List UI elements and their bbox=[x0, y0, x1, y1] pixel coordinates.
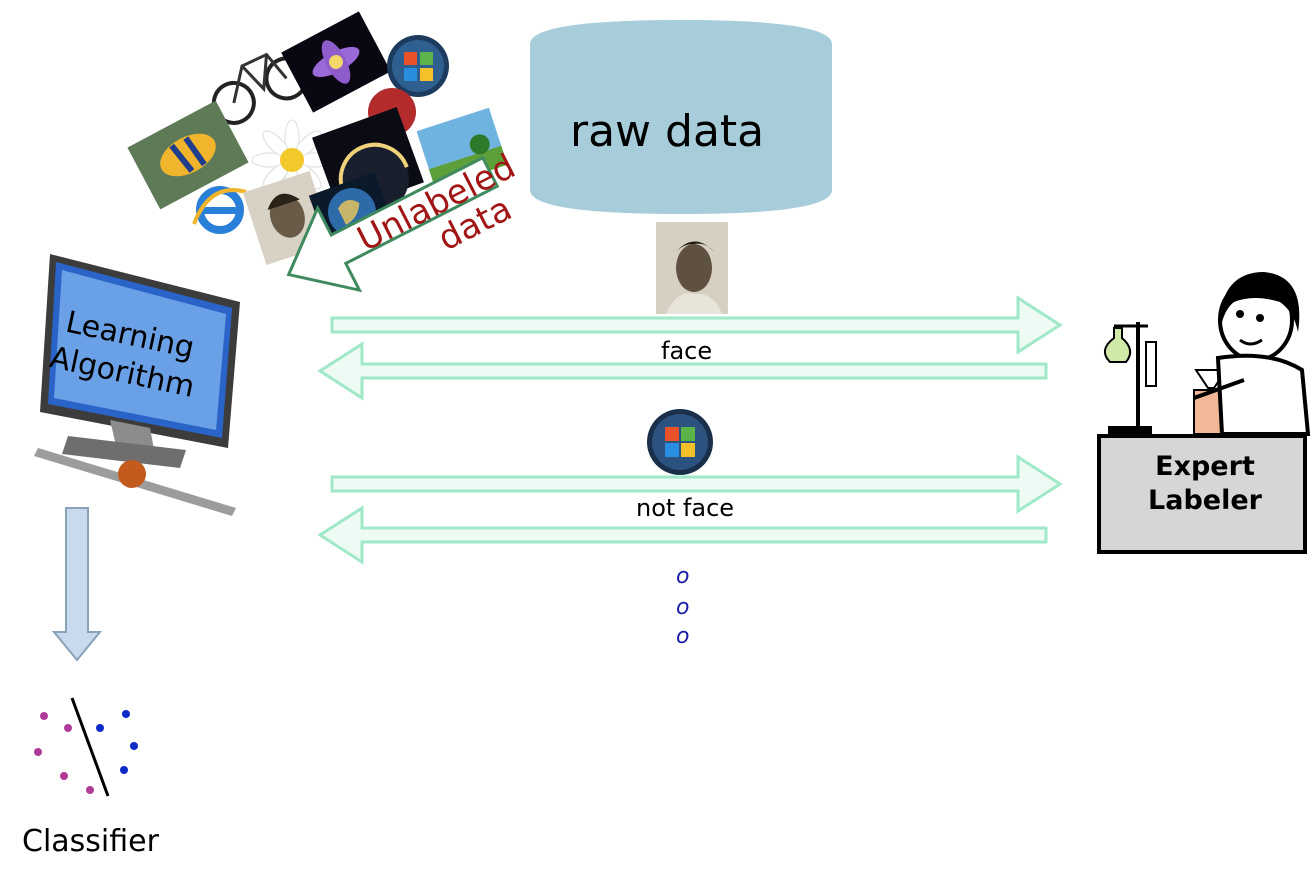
class-b-point bbox=[122, 710, 130, 718]
response-label-not-face: not face bbox=[636, 494, 735, 522]
class-b-point bbox=[120, 766, 128, 774]
query-arrow-1 bbox=[330, 295, 1063, 355]
query-arrow-2 bbox=[330, 454, 1063, 514]
ellipsis-1: o bbox=[676, 564, 690, 589]
response-arrow-1 bbox=[317, 341, 1048, 401]
windows-logo-icon bbox=[647, 409, 713, 475]
classifier-label: Classifier bbox=[22, 824, 159, 859]
response-arrow-2 bbox=[317, 505, 1048, 565]
portrait-photo-icon bbox=[656, 222, 728, 314]
class-b-point bbox=[96, 724, 104, 732]
windows-orb-photo-icon bbox=[387, 35, 449, 97]
raw-data-label: raw data bbox=[570, 106, 765, 157]
test-tube-icon bbox=[1145, 341, 1157, 387]
flask-icon bbox=[1103, 327, 1132, 363]
ie-logo-icon bbox=[192, 186, 247, 234]
fish-photo-icon bbox=[127, 100, 249, 210]
decision-boundary bbox=[70, 697, 110, 797]
down-arrow bbox=[51, 507, 103, 662]
expert-labeler-label: Expert Labeler bbox=[1100, 450, 1310, 518]
expert-labeler-box bbox=[1097, 434, 1307, 554]
class-a-point bbox=[34, 748, 42, 756]
class-b-point bbox=[130, 742, 138, 750]
computer-icon bbox=[34, 254, 240, 516]
expert-label-line1: Expert bbox=[1155, 451, 1255, 482]
purple-flower-photo-icon bbox=[281, 11, 391, 113]
ellipsis-3: o bbox=[676, 624, 690, 649]
ellipsis-2: o bbox=[676, 595, 690, 620]
class-a-point bbox=[60, 772, 68, 780]
expert-labeler-figure bbox=[1103, 272, 1311, 436]
response-label-face: face bbox=[661, 337, 713, 365]
class-a-point bbox=[64, 724, 72, 732]
classifier-plot bbox=[34, 697, 138, 797]
raw-data-cylinder bbox=[530, 20, 832, 214]
class-a-point bbox=[40, 712, 48, 720]
expert-label-line2: Labeler bbox=[1148, 485, 1262, 516]
class-a-point bbox=[86, 786, 94, 794]
